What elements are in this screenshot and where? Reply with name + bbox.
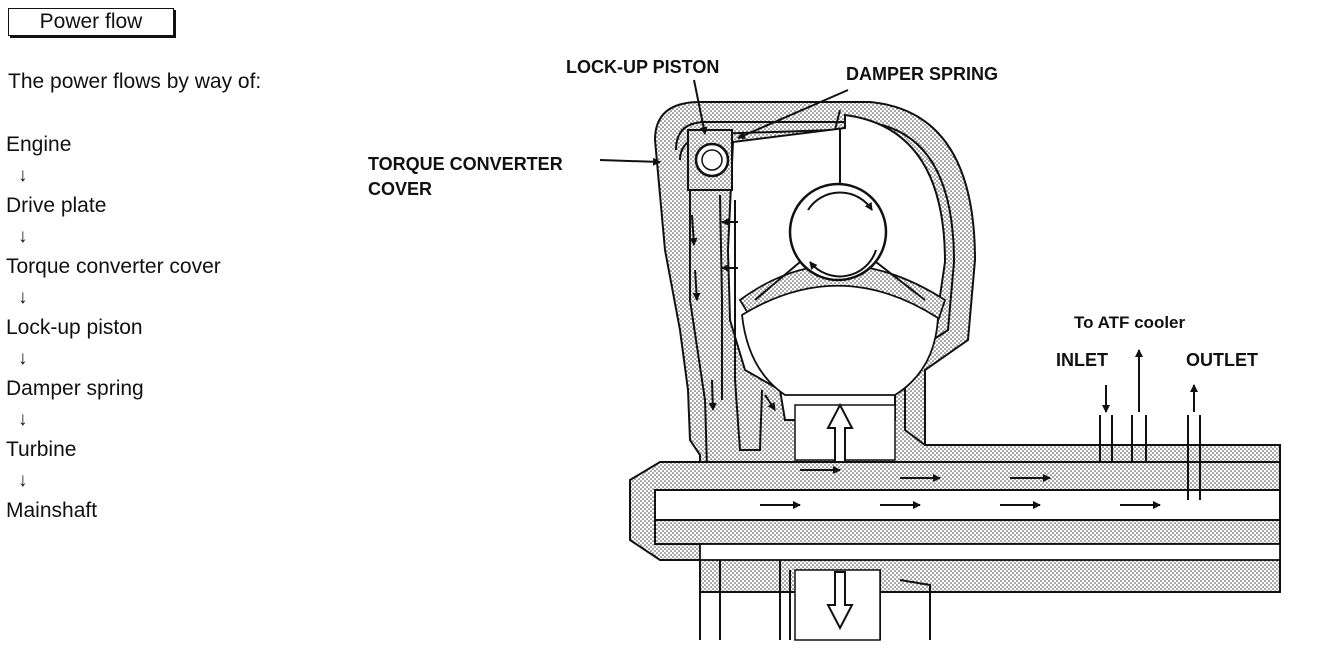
power-flow-list: Engine ↓ Drive plate ↓ Torque converter … [6, 130, 221, 527]
down-arrow-icon: ↓ [18, 225, 28, 247]
flow-step: Mainshaft [6, 499, 98, 522]
torque-converter-cover-label-2: COVER [368, 179, 432, 199]
turbine-cavity [726, 113, 947, 421]
damper-spring-label: DAMPER SPRING [846, 64, 998, 84]
flow-step: Torque converter cover [6, 255, 221, 278]
down-arrow-icon: ↓ [18, 469, 28, 491]
flow-step: Engine [6, 133, 72, 156]
stator [754, 128, 926, 301]
outlet-label: OUTLET [1186, 350, 1258, 370]
flow-direction-arrows [826, 402, 854, 631]
mainshaft [629, 461, 1281, 593]
intro-text: The power flows by way of: [8, 70, 262, 93]
flow-step: Turbine [6, 438, 77, 461]
torque-converter-cover-label: TORQUE CONVERTER [368, 154, 563, 174]
lock-up-piston [687, 129, 733, 191]
flow-step: Damper spring [6, 377, 144, 400]
down-arrow-icon: ↓ [18, 286, 28, 308]
flow-step: Drive plate [6, 194, 107, 217]
down-arrow-icon: ↓ [18, 408, 28, 430]
atf-cooler-label: To ATF cooler [1074, 313, 1186, 332]
lock-up-piston-label: LOCK-UP PISTON [566, 57, 719, 77]
leader-lines [599, 79, 849, 166]
inlet-label: INLET [1056, 350, 1108, 370]
down-arrow-icon: ↓ [18, 164, 28, 186]
section-title: Power flow [8, 8, 174, 36]
flow-step: Lock-up piston [6, 316, 143, 339]
ports [1099, 349, 1201, 500]
down-arrow-icon: ↓ [18, 347, 28, 369]
fluid-passages [689, 190, 776, 501]
